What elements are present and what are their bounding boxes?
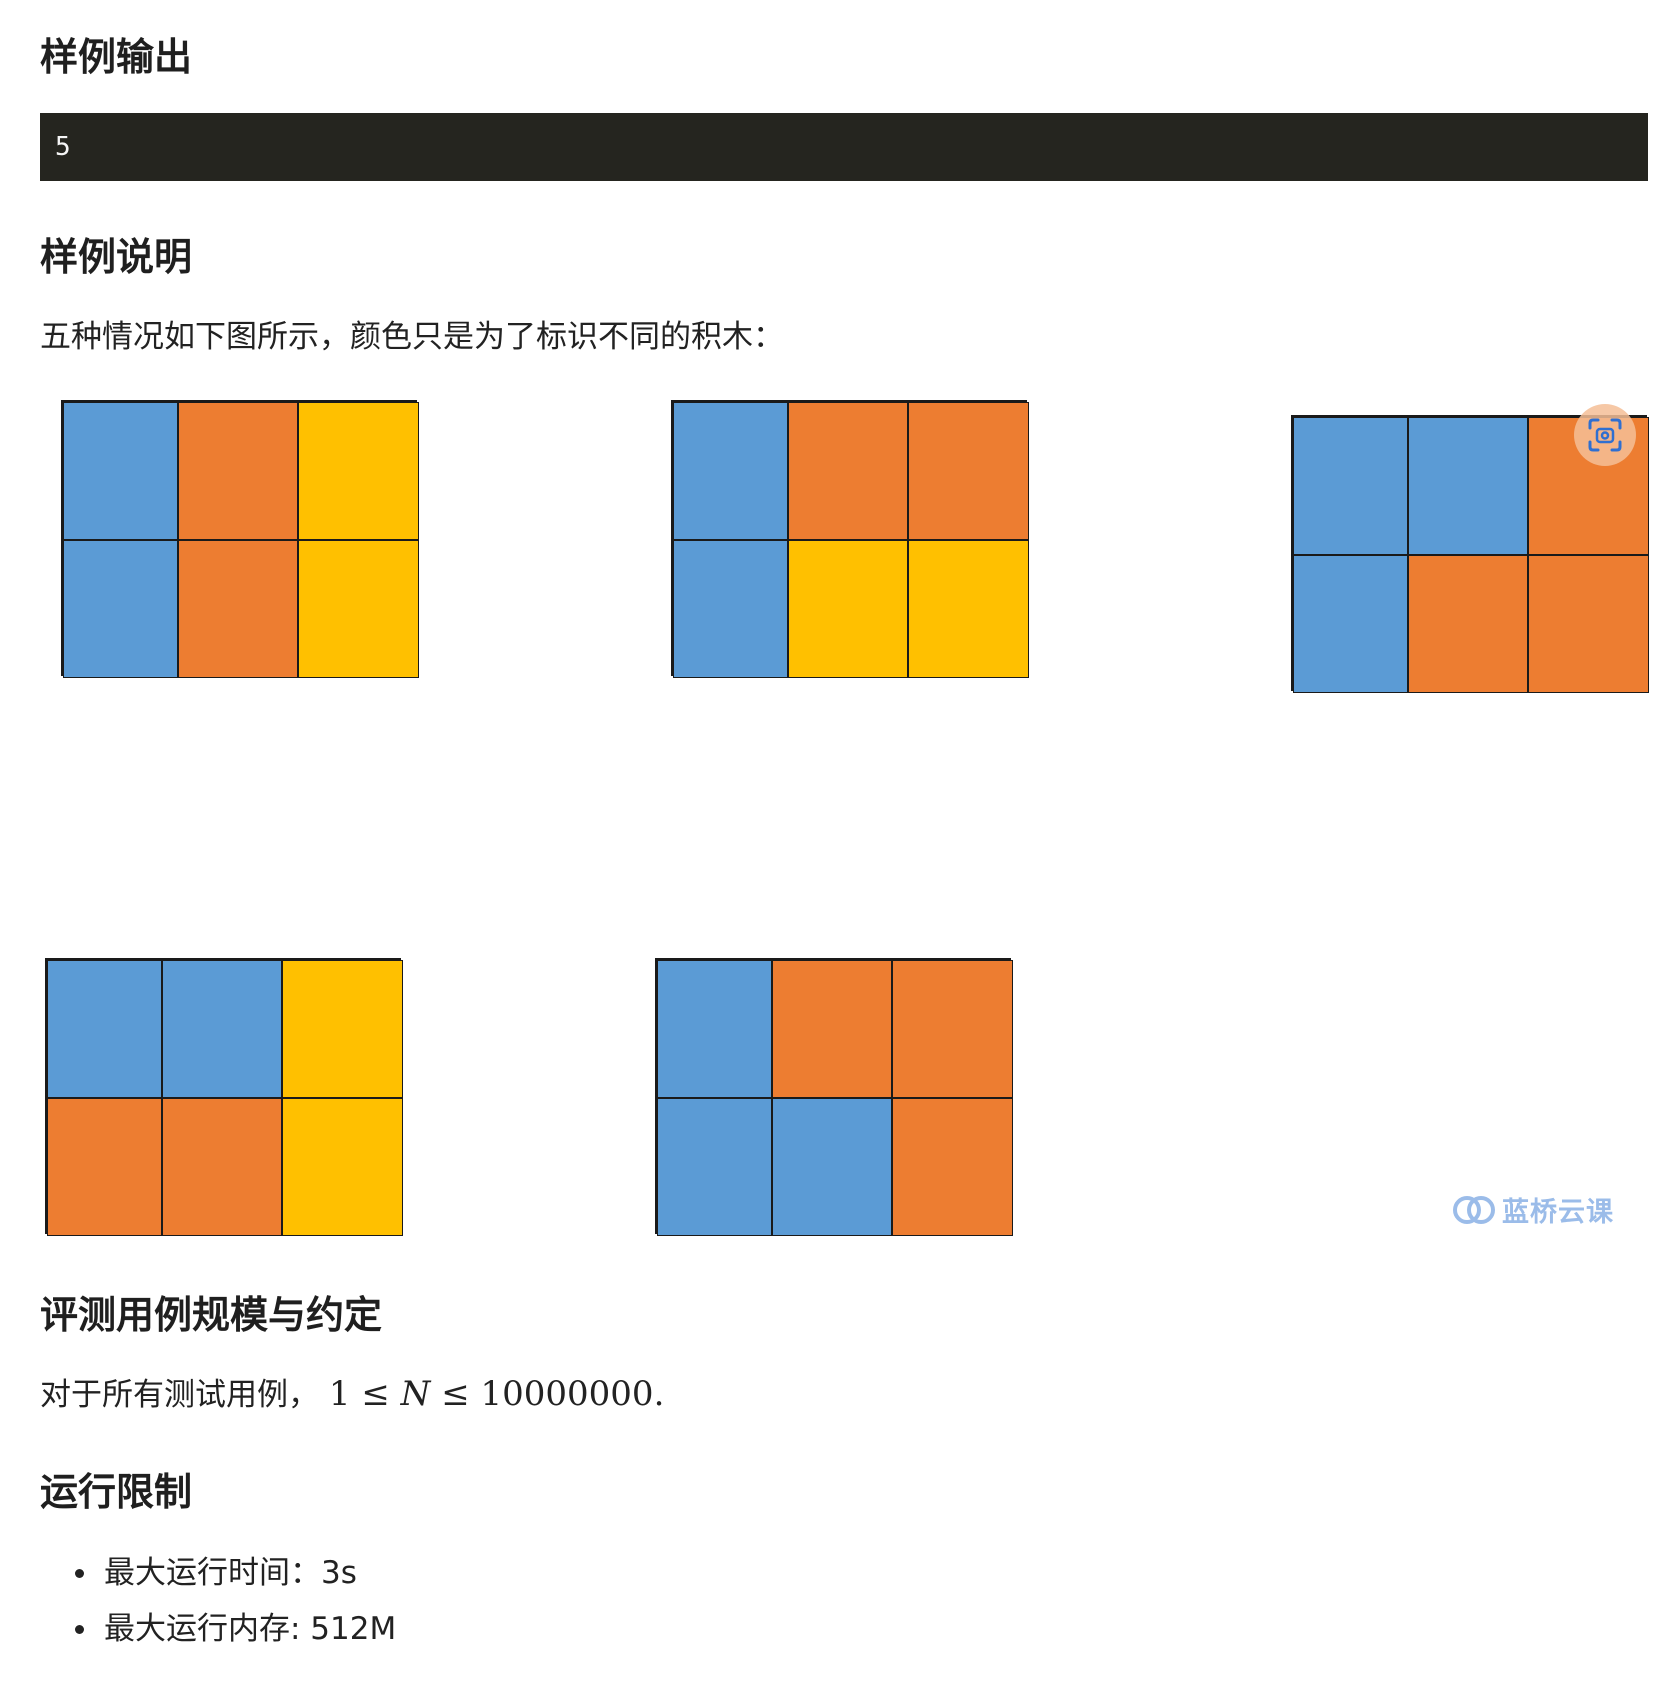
grid-cell-orange: [788, 402, 908, 540]
constraint-leq-1: ≤: [361, 1374, 390, 1414]
memory-limit-text: 最大运行内存: 512M: [104, 1611, 397, 1647]
grid-cell-yellow: [788, 540, 908, 678]
grid-cell-yellow: [298, 402, 419, 540]
screenshot-scan-button[interactable]: [1574, 404, 1636, 466]
grid-cell-orange: [1528, 555, 1649, 693]
grid-cell-orange: [178, 540, 298, 678]
bullet-icon: [75, 1569, 84, 1578]
list-item: 最大运行时间：3s: [40, 1545, 396, 1601]
grid-cell-yellow: [282, 960, 403, 1098]
bullet-icon: [75, 1625, 84, 1634]
grid-cell-blue: [63, 540, 178, 678]
grid-cell-orange: [1408, 555, 1528, 693]
grid-cell-blue: [47, 960, 162, 1098]
time-limit-text: 最大运行时间：3s: [104, 1555, 357, 1591]
arrangement-figure-4: [45, 958, 403, 1236]
constraint-formula: 1 ≤ N ≤ 10000000.: [329, 1374, 665, 1414]
grid-cell-orange: [47, 1098, 162, 1236]
constraint-lower: 1: [328, 1374, 351, 1414]
grid-cell-blue: [63, 402, 178, 540]
grid-cell-blue: [673, 540, 788, 678]
screenshot-scan-icon: [1588, 418, 1622, 452]
grid-cell-blue: [657, 960, 772, 1098]
grid-cell-yellow: [282, 1098, 403, 1236]
arrangement-figure-5: [655, 958, 1013, 1236]
watermark-text: 蓝桥云课: [1502, 1197, 1614, 1228]
sample-output-code-block: 5: [40, 113, 1648, 181]
grid-cell-yellow: [908, 540, 1029, 678]
test-scale-heading: 评测用例规模与约定: [40, 1293, 383, 1337]
grid-cell-orange: [892, 1098, 1013, 1236]
run-limits-heading: 运行限制: [40, 1470, 193, 1514]
sample-output-value: 5: [55, 132, 71, 162]
grid-cell-blue: [673, 402, 788, 540]
grid-cell-blue: [1293, 555, 1408, 693]
grid-cell-blue: [772, 1098, 892, 1236]
test-scale-prefix: 对于所有测试用例，: [40, 1377, 319, 1413]
constraint-leq-2: ≤: [441, 1374, 470, 1414]
arrangement-figure-2: [671, 400, 1029, 678]
grid-cell-orange: [772, 960, 892, 1098]
grid-cell-orange: [178, 402, 298, 540]
list-item: 最大运行内存: 512M: [40, 1601, 396, 1657]
run-limits-list: 最大运行时间：3s 最大运行内存: 512M: [40, 1545, 396, 1657]
grid-cell-blue: [657, 1098, 772, 1236]
grid-cell-yellow: [298, 540, 419, 678]
grid-cell-orange: [162, 1098, 282, 1236]
grid-cell-orange: [908, 402, 1029, 540]
grid-cell-blue: [162, 960, 282, 1098]
constraint-variable: N: [400, 1374, 431, 1414]
sample-explanation-text: 五种情况如下图所示，颜色只是为了标识不同的积木：: [40, 319, 784, 355]
arrangement-figure-1: [61, 400, 419, 678]
grid-cell-blue: [1293, 417, 1408, 555]
grid-cell-orange: [892, 960, 1013, 1098]
lanqiao-logo-icon: [1453, 1195, 1495, 1224]
lanqiao-watermark: 蓝桥云课: [1452, 1190, 1614, 1229]
constraint-end: .: [653, 1374, 665, 1414]
sample-explanation-heading: 样例说明: [40, 235, 193, 279]
constraint-upper: 10000000: [480, 1374, 654, 1414]
sample-output-heading: 样例输出: [40, 35, 193, 79]
grid-cell-blue: [1408, 417, 1528, 555]
test-scale-text: 对于所有测试用例， 1 ≤ N ≤ 10000000.: [40, 1377, 664, 1411]
